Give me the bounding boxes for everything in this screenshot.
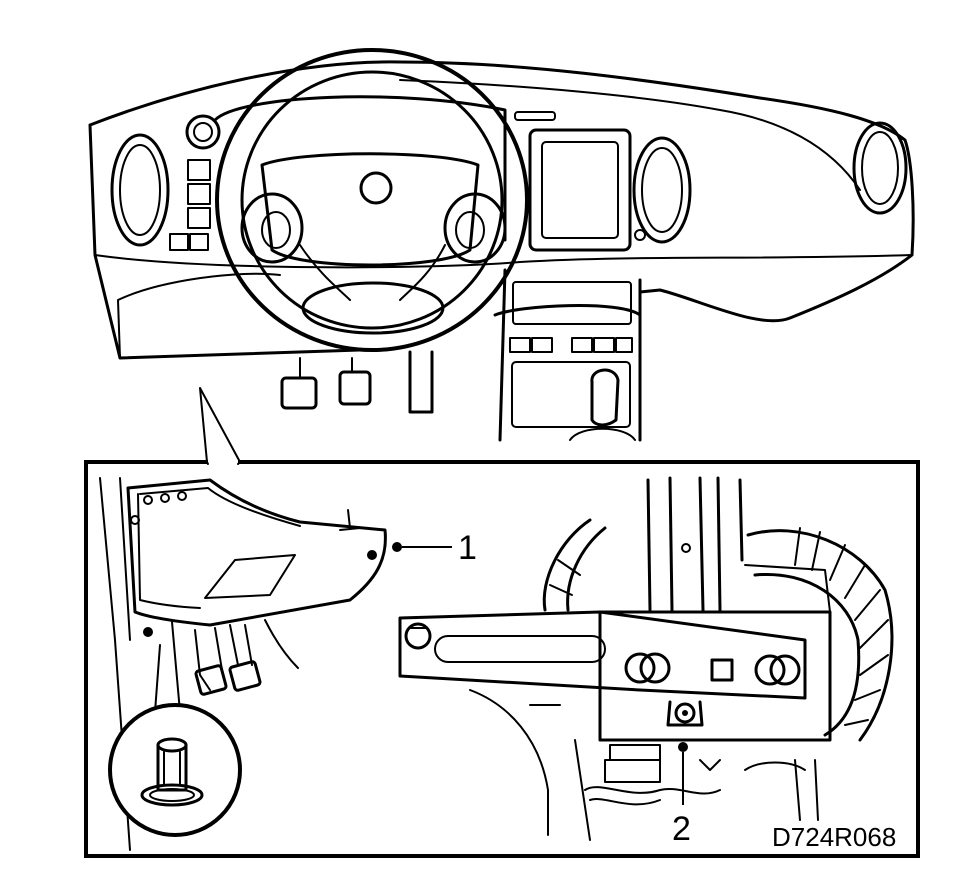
cover-edge [137, 487, 301, 609]
pedals-overview [280, 350, 434, 414]
callout-1: 1 [392, 529, 477, 567]
harness-wraps [549, 527, 889, 726]
center-console [493, 268, 642, 442]
left-air-vent [110, 133, 170, 247]
light-switch-knob-inner [193, 122, 213, 142]
pedal-brake [338, 370, 372, 406]
dash-ridge [399, 79, 861, 191]
center-right-vent-inner [641, 147, 683, 233]
lower-dash-cover [126, 478, 387, 627]
callout-2: 2 [672, 742, 691, 848]
bracket-square-hole [710, 658, 734, 682]
right-spoke-pod [443, 192, 507, 264]
center-display [528, 128, 632, 252]
bracket-hole-1 [624, 652, 656, 684]
bracket-slot [434, 635, 606, 663]
wiring-harness-left [542, 518, 607, 612]
callout-1-label: 1 [458, 529, 477, 567]
clip-icon [140, 737, 204, 807]
dashboard-overview [88, 48, 915, 463]
callout-2-label: 2 [672, 810, 691, 848]
left-switch-column [169, 159, 211, 251]
dashboard-lower-edge [94, 254, 913, 269]
connector-screw [666, 700, 704, 727]
drawing-code: D724R068 [772, 822, 896, 852]
steering-column-lines [299, 244, 446, 301]
pedals-detail [194, 619, 299, 696]
center-display-screen [541, 141, 619, 239]
console-upper-panel [512, 281, 632, 325]
steering-wheel-rim [215, 48, 529, 352]
pedal-accelerator [408, 350, 434, 414]
right-air-vent [852, 121, 908, 215]
steering-wheel-logo [359, 171, 393, 205]
bracket-hole-4 [769, 654, 801, 686]
gear-knob [590, 368, 620, 427]
clip-inset-circle [108, 703, 242, 837]
steering-wheel-hub [260, 152, 480, 267]
left-spoke-button [261, 211, 291, 249]
console-buttons [509, 337, 633, 353]
connector-plugs [584, 744, 819, 821]
small-knob [634, 229, 646, 241]
control-module-top [744, 564, 831, 613]
right-detail [398, 476, 894, 841]
lower-trim [469, 689, 591, 841]
gear-boot [569, 427, 636, 441]
bracket-hole-2 [639, 652, 671, 684]
dashboard-outline [88, 60, 915, 360]
bracket-nut [404, 622, 432, 650]
pedal-clutch [280, 376, 318, 410]
light-switch-knob [185, 114, 221, 150]
column-bolt [681, 543, 691, 553]
instrument-hood [213, 95, 507, 242]
cover-notch [339, 509, 361, 531]
cover-fasteners [130, 491, 187, 525]
left-spoke-pod [240, 192, 304, 264]
console-lower-panel [511, 361, 631, 428]
left-air-vent-inner [119, 144, 161, 236]
control-module [598, 610, 832, 742]
right-spoke-button [455, 211, 485, 249]
wiring-harness-right [746, 529, 894, 742]
cover-screw [367, 550, 377, 560]
bracket-hole-3 [754, 654, 786, 686]
right-air-vent-inner [861, 131, 899, 205]
lower-left-panel [117, 272, 281, 359]
steering-wheel-lower-pad [301, 281, 445, 335]
pointer-gap [208, 460, 238, 465]
detail-pointer [199, 387, 241, 463]
left-detail [99, 477, 387, 851]
detail-border [84, 460, 920, 858]
steering-column [646, 476, 744, 612]
clip-location [143, 627, 153, 637]
center-right-vent [632, 136, 692, 244]
cover-recess [204, 554, 296, 599]
clip-pointer [154, 621, 181, 713]
support-bracket [398, 610, 807, 700]
hazard-switch [514, 111, 556, 121]
steering-wheel-rim-inner [240, 70, 504, 330]
detail-frame: 1 2 D724R068 [84, 460, 920, 858]
